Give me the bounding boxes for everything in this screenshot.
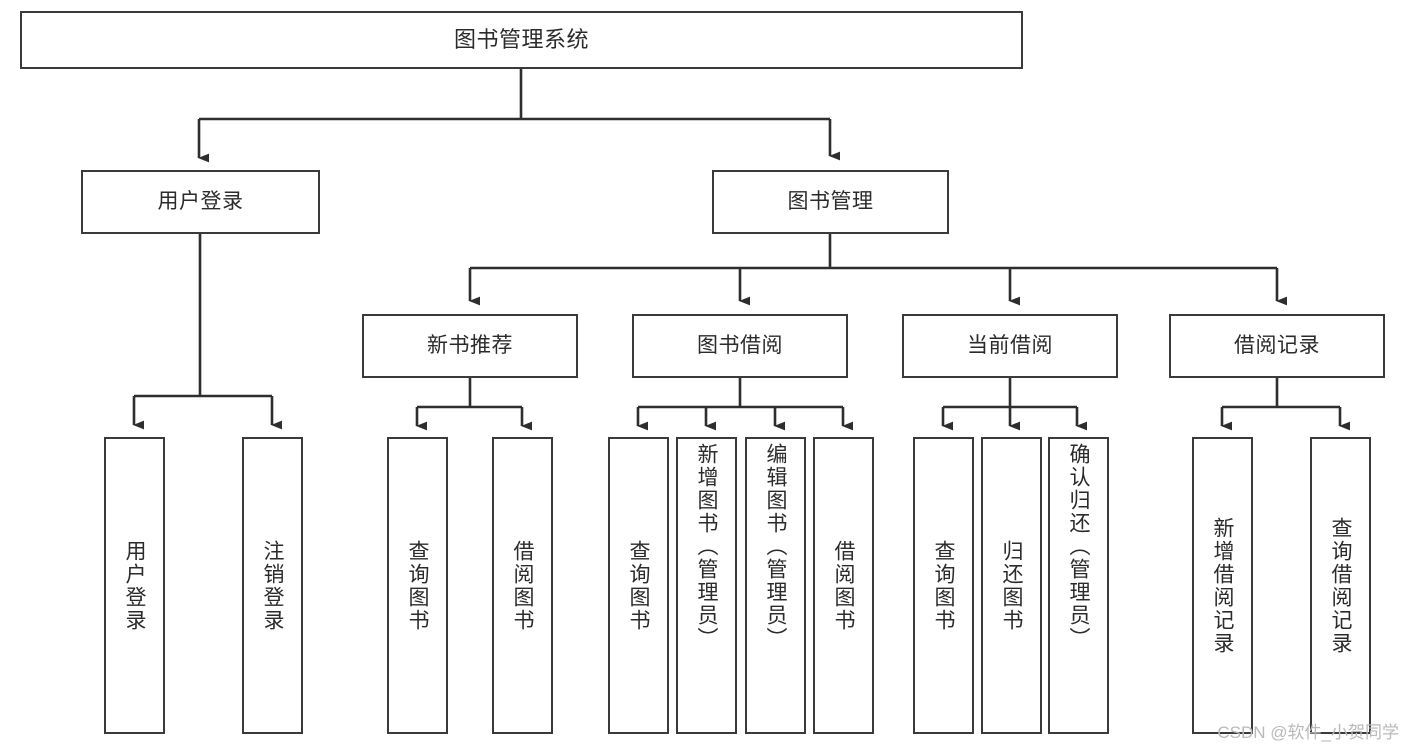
leaf-book-borrow-edit[interactable]: 编辑图书（管理员） [745,437,806,734]
leaf-book-borrow-query[interactable]: 查询图书 [608,437,669,734]
node-label: 用户登录 [157,189,244,213]
node-current-borrow[interactable]: 当前借阅 [902,314,1118,378]
node-label: 图书借阅 [697,333,783,357]
leaf-borrow-record-add[interactable]: 新增借阅记录 [1192,437,1253,734]
watermark-text: CSDN @软件_小贺同学 [1217,723,1399,742]
node-label: 查询图书 [627,539,650,632]
node-label: 查询借阅记录 [1329,516,1352,655]
node-label: 确认归还（管理员） [1067,443,1090,650]
node-label: 借阅记录 [1234,333,1320,357]
node-label: 借阅图书 [832,539,855,632]
node-label: 当前借阅 [967,333,1053,357]
node-label: 图书管理系统 [453,27,589,53]
node-label: 图书管理 [787,189,874,213]
node-root-system[interactable]: 图书管理系统 [20,11,1023,69]
leaf-current-borrow-query[interactable]: 查询图书 [913,437,974,734]
leaf-user-login-logout[interactable]: 注销登录 [242,437,303,734]
leaf-borrow-record-query[interactable]: 查询借阅记录 [1310,437,1371,734]
node-label: 编辑图书（管理员） [764,443,787,650]
node-label: 注销登录 [261,539,284,632]
leaf-new-book-query[interactable]: 查询图书 [387,437,448,734]
leaf-book-borrow-borrow[interactable]: 借阅图书 [813,437,874,734]
node-label: 归还图书 [1000,539,1023,632]
node-label: 新增图书（管理员） [695,443,718,650]
node-new-book-recommend[interactable]: 新书推荐 [362,314,578,378]
node-label: 新书推荐 [427,333,513,357]
leaf-user-login-login[interactable]: 用户登录 [104,437,165,734]
node-user-login[interactable]: 用户登录 [81,170,320,234]
node-label: 用户登录 [123,539,146,632]
leaf-new-book-borrow[interactable]: 借阅图书 [492,437,553,734]
node-label: 新增借阅记录 [1211,516,1234,655]
node-label: 查询图书 [406,539,429,632]
node-book-management[interactable]: 图书管理 [712,170,949,234]
node-borrow-record[interactable]: 借阅记录 [1169,314,1385,378]
node-label: 借阅图书 [511,539,534,632]
leaf-current-borrow-confirm-return[interactable]: 确认归还（管理员） [1048,437,1109,734]
leaf-book-borrow-add[interactable]: 新增图书（管理员） [676,437,737,734]
node-book-borrow[interactable]: 图书借阅 [632,314,848,378]
leaf-current-borrow-return[interactable]: 归还图书 [981,437,1042,734]
node-label: 查询图书 [932,539,955,632]
